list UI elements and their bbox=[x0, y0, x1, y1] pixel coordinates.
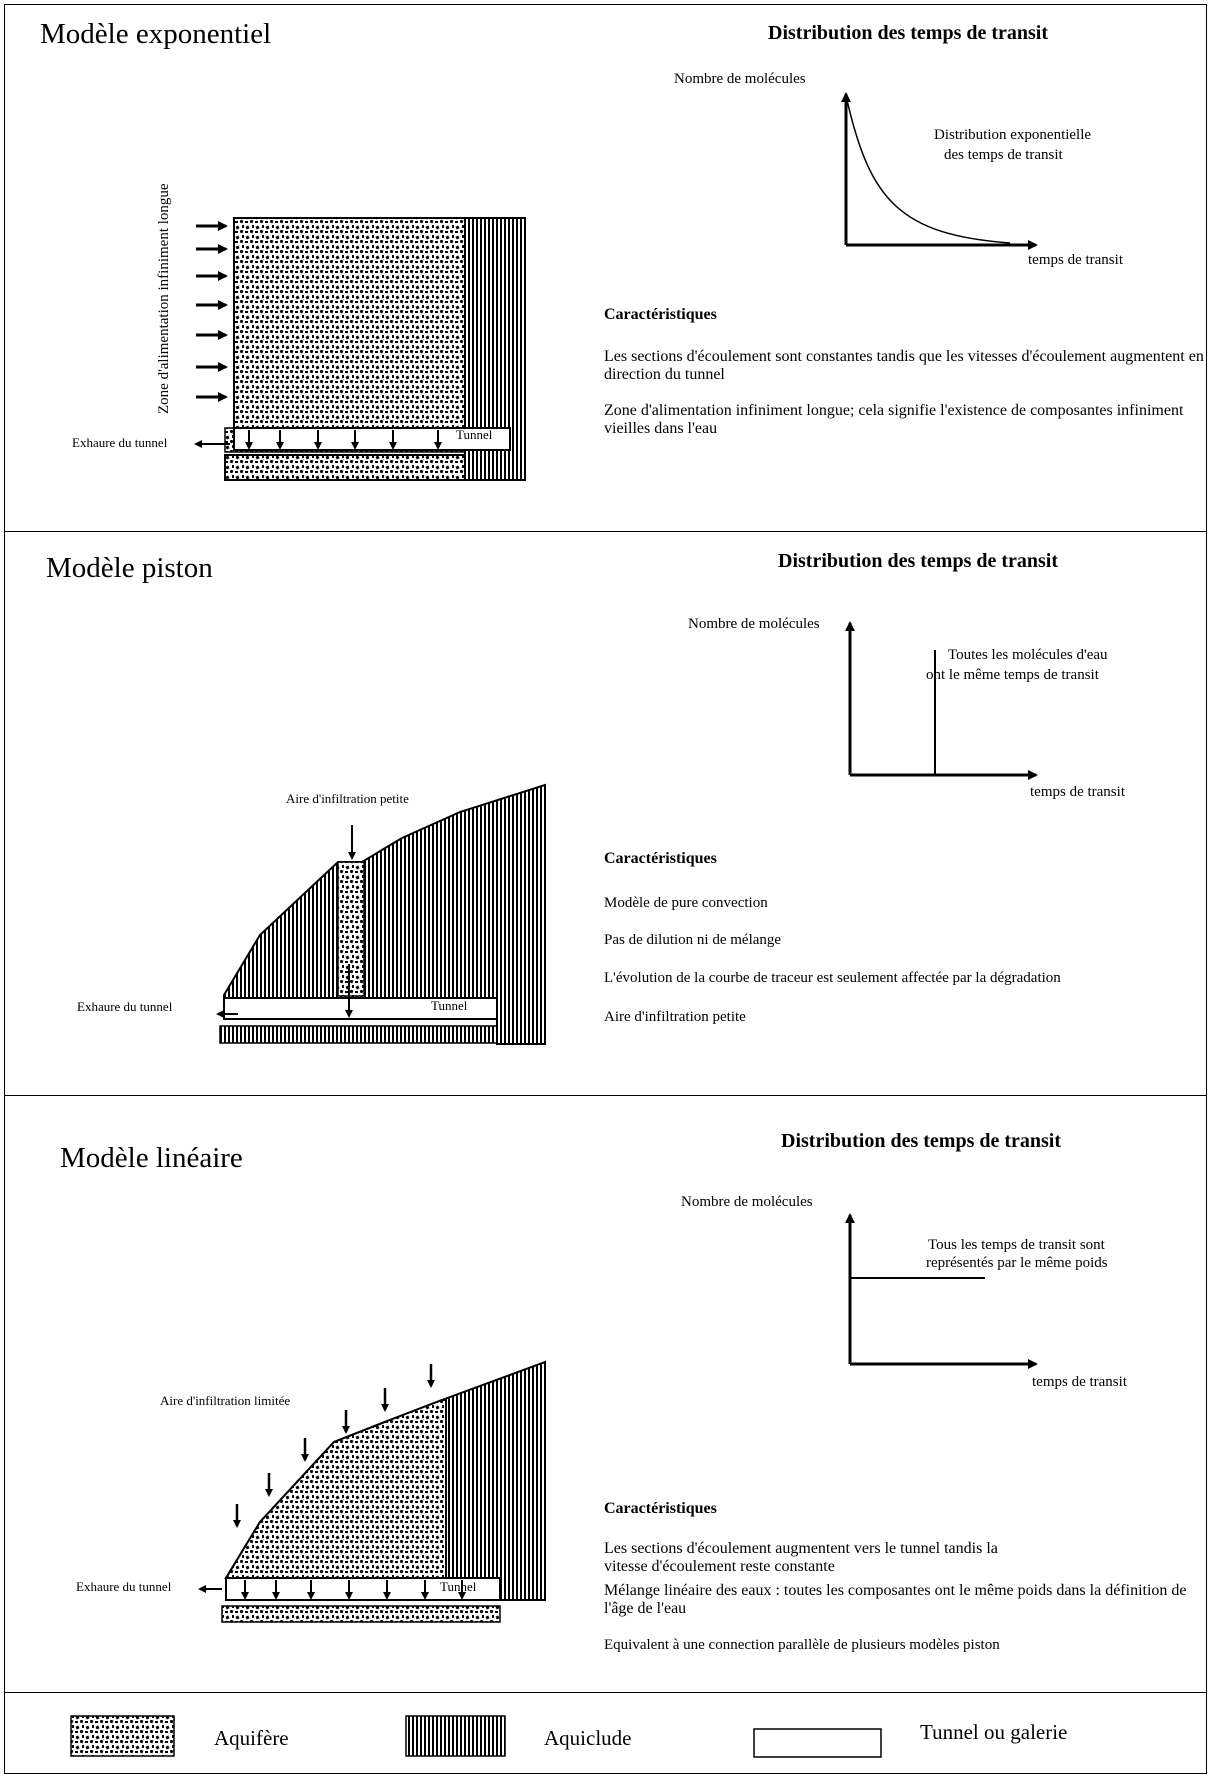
section-title: Modèle linéaire bbox=[60, 1142, 243, 1174]
characteristic-item: Equivalent à une connection parallèle de… bbox=[604, 1637, 1000, 1653]
characteristic-item: Zone d'alimentation infiniment longue; c… bbox=[604, 402, 1184, 437]
exponential-model-diagram bbox=[194, 217, 526, 481]
piston-model-diagram bbox=[216, 783, 546, 1045]
exhaure-label: Exhaure du tunnel bbox=[77, 999, 173, 1014]
linear-model-diagram bbox=[198, 1360, 546, 1623]
tunnel-label: Tunnel bbox=[431, 998, 468, 1013]
caracteristiques-heading: Caractéristiques bbox=[604, 850, 717, 867]
curve-label: des temps de transit bbox=[944, 147, 1063, 163]
caracteristiques-heading: Caractéristiques bbox=[604, 1500, 717, 1517]
x-axis-label: temps de transit bbox=[1032, 1374, 1127, 1390]
linear-distribution-chart bbox=[845, 1213, 1038, 1369]
exhaure-label: Exhaure du tunnel bbox=[72, 435, 168, 450]
aquiclude-swatch bbox=[405, 1715, 506, 1757]
characteristic-item: Les sections d'écoulement sont constante… bbox=[604, 348, 1204, 383]
tunnel-swatch bbox=[753, 1728, 882, 1758]
distribution-title: Distribution des temps de transit bbox=[768, 22, 1049, 44]
characteristic-item: Aire d'infiltration petite bbox=[604, 1009, 746, 1025]
section-divider bbox=[4, 1692, 1207, 1693]
section-divider bbox=[4, 1095, 1207, 1096]
figure-frame bbox=[4, 4, 1207, 1774]
legend-aquifer-label: Aquifère bbox=[214, 1726, 289, 1750]
curve-label: Tous les temps de transit sont bbox=[928, 1237, 1105, 1253]
exponential-distribution-chart bbox=[841, 92, 1038, 250]
y-axis-label: Nombre de molécules bbox=[688, 616, 820, 632]
characteristic-item: Mélange linéaire des eaux : toutes les c… bbox=[604, 1582, 1187, 1617]
curve-label: représentés par le même poids bbox=[926, 1255, 1108, 1271]
distribution-title: Distribution des temps de transit bbox=[778, 550, 1059, 572]
zone-label: Aire d'infiltration petite bbox=[286, 791, 409, 806]
characteristic-item: Les sections d'écoulement augmentent ver… bbox=[604, 1540, 998, 1575]
exhaure-label: Exhaure du tunnel bbox=[76, 1579, 172, 1594]
y-axis-label: Nombre de molécules bbox=[681, 1194, 813, 1210]
section-divider bbox=[4, 531, 1207, 532]
legend-tunnel-label: Tunnel ou galerie bbox=[920, 1720, 1068, 1744]
zone-label: Zone d'alimentation infiniment longue bbox=[156, 183, 172, 414]
section-title: Modèle piston bbox=[46, 552, 213, 584]
piston-distribution-chart bbox=[845, 621, 1038, 780]
x-axis-label: temps de transit bbox=[1028, 252, 1123, 268]
legend-aquiclude-label: Aquiclude bbox=[544, 1726, 632, 1750]
section-title: Modèle exponentiel bbox=[40, 18, 272, 50]
tunnel-label: Tunnel bbox=[456, 427, 493, 442]
zone-label: Aire d'infiltration limitée bbox=[160, 1393, 291, 1408]
distribution-title: Distribution des temps de transit bbox=[781, 1130, 1062, 1152]
tunnel-label: Tunnel bbox=[440, 1579, 477, 1594]
aquifer-swatch bbox=[70, 1715, 175, 1757]
caracteristiques-heading: Caractéristiques bbox=[604, 306, 717, 323]
curve-label: Distribution exponentielle bbox=[934, 127, 1092, 143]
curve-label: ont le même temps de transit bbox=[926, 667, 1099, 683]
x-axis-label: temps de transit bbox=[1030, 784, 1125, 800]
curve-label: Toutes les molécules d'eau bbox=[948, 647, 1108, 663]
y-axis-label: Nombre de molécules bbox=[674, 71, 806, 87]
characteristic-item: Modèle de pure convection bbox=[604, 895, 768, 911]
characteristic-item: Pas de dilution ni de mélange bbox=[604, 932, 782, 948]
characteristic-item: L'évolution de la courbe de traceur est … bbox=[604, 970, 1061, 986]
